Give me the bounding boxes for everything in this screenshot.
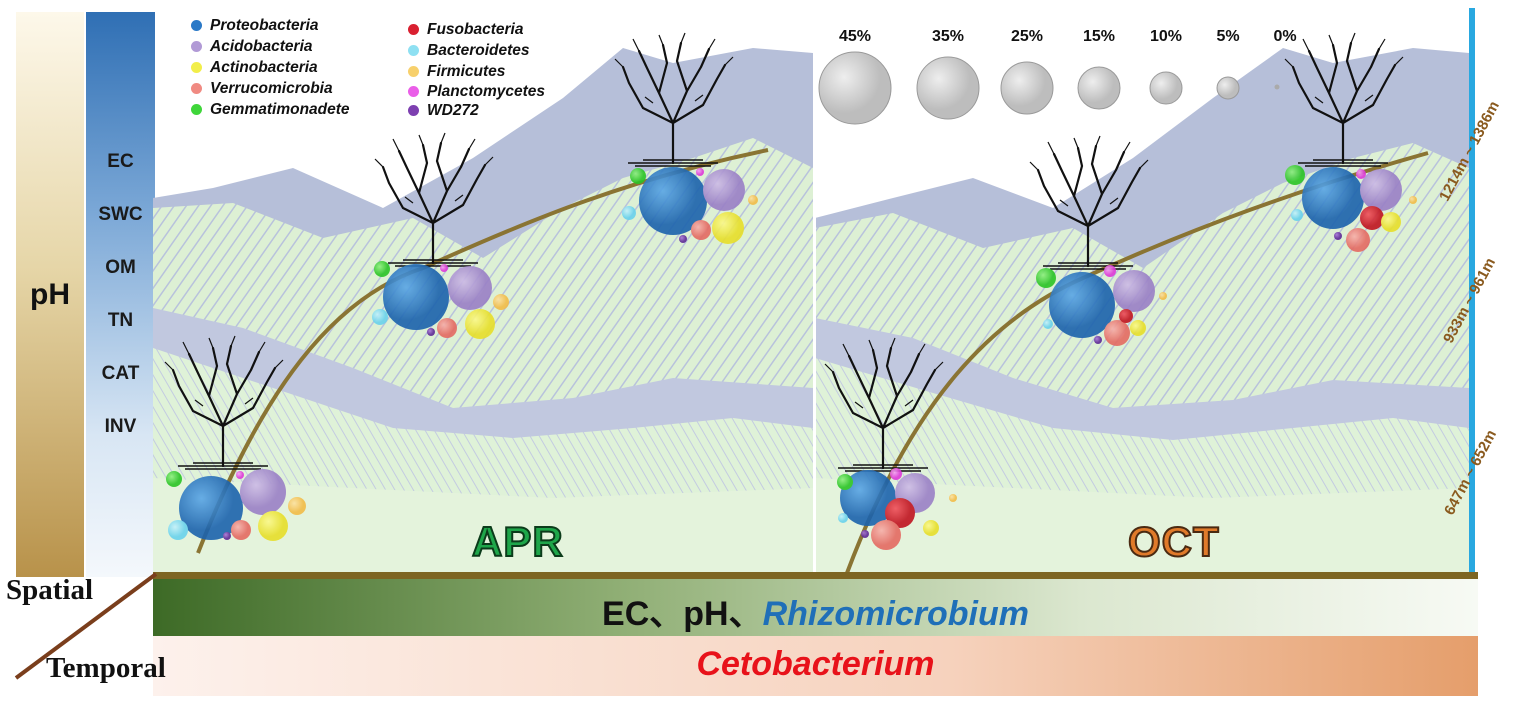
legend-dot-icon: [191, 83, 202, 94]
env-factor-cat: CAT: [101, 363, 140, 384]
legend-item: Fusobacteria: [408, 21, 523, 39]
legend-dot-icon: [191, 41, 202, 52]
size-legend-label: 35%: [931, 28, 965, 45]
legend-item: Planctomycetes: [408, 83, 545, 101]
legend-item: Proteobacteria: [191, 17, 319, 35]
size-legend-label: 0%: [1273, 28, 1297, 45]
panel-divider: [813, 8, 816, 574]
legend-dot-icon: [191, 62, 202, 73]
legend-item: Firmicutes: [408, 63, 505, 81]
legend-item: Acidobacteria: [191, 38, 313, 56]
ph-label: pH: [30, 278, 70, 311]
temporal-label: Temporal: [46, 652, 166, 684]
legend-dot-icon: [408, 66, 419, 77]
legend-dot-icon: [191, 104, 202, 115]
temporal-band: [153, 636, 1478, 696]
right-edge-bar: [1469, 8, 1475, 572]
env-factor-om: OM: [105, 257, 136, 278]
env-factor-inv: INV: [104, 416, 137, 437]
legend-item: Verrucomicrobia: [191, 80, 333, 98]
ph-gradient-bar: [16, 12, 84, 577]
bubble-cluster-oct-high: [1285, 165, 1417, 252]
spatial-label: Spatial: [6, 574, 94, 606]
legend-item: Gemmatimonadete: [191, 101, 350, 119]
size-legend-label: 25%: [1010, 28, 1044, 45]
legend-dot-icon: [408, 45, 419, 56]
legend-dot-icon: [408, 24, 419, 35]
axis-diagonal-divider: [14, 572, 158, 680]
mountain-scene: [153, 8, 1469, 574]
size-legend-label: 15%: [1082, 28, 1116, 45]
bubble-cluster-oct-mid: [1036, 265, 1167, 346]
legend-item: Bacteroidetes: [408, 42, 530, 60]
bubble-cluster-oct-low: [837, 468, 957, 550]
size-legend-label: 45%: [838, 28, 872, 45]
size-legend-label: 10%: [1149, 28, 1183, 45]
season-label-apr: APR: [471, 517, 564, 566]
size-legend-label: 5%: [1216, 28, 1240, 45]
season-label-oct: OCT: [1127, 517, 1220, 566]
bubble-cluster-apr-low: [166, 469, 306, 541]
size-legend-circles: [818, 51, 1280, 125]
legend-item: WD272: [408, 102, 479, 120]
legend-dot-icon: [191, 20, 202, 31]
ground-line: [153, 572, 1478, 579]
bubble-cluster-apr-mid: [372, 261, 509, 339]
legend-dot-icon: [408, 105, 419, 116]
env-factor-gradient-bar: [86, 12, 155, 577]
legend-item: Actinobacteria: [191, 59, 318, 77]
spatial-band: [153, 579, 1478, 636]
env-factor-ec: EC: [107, 151, 134, 172]
mountains-oct: [815, 48, 1469, 574]
temporal-driver: Cetobacterium: [696, 645, 935, 683]
env-factor-tn: TN: [107, 310, 134, 331]
bubble-cluster-apr-high: [622, 167, 758, 244]
spatial-drivers: EC、pH、Rhizomicrobium: [602, 595, 1029, 633]
env-factor-swc: SWC: [98, 204, 143, 225]
legend-dot-icon: [408, 86, 419, 97]
